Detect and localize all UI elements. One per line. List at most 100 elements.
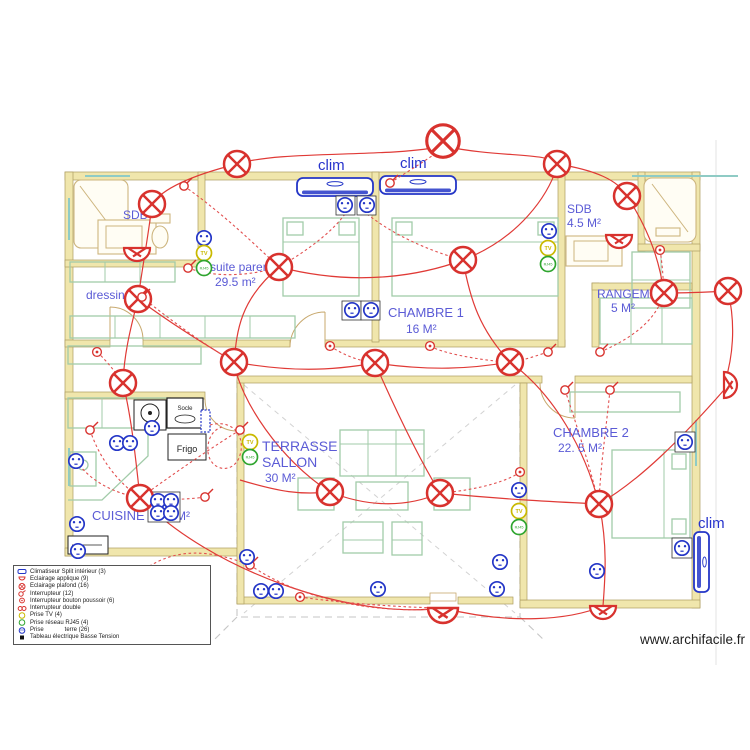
- room-label-chambre1: CHAMBRE 1: [388, 305, 464, 320]
- power-outlet-icon: [673, 539, 691, 557]
- rj45-outlet-icon: [195, 259, 213, 277]
- legend-item-label: Prise: [30, 627, 44, 634]
- legend-item: Prise TV (4): [17, 612, 207, 619]
- prise-legend-icon: [18, 626, 26, 634]
- room-area-suite: 29.5 m²: [215, 275, 256, 289]
- push-button-icon: [294, 591, 306, 603]
- legend-item-label: Eclairage plafond (16): [30, 583, 89, 590]
- clim-label-left: clim: [318, 157, 345, 174]
- ceiling-light-icon: [649, 278, 679, 308]
- ceiling-light-icon: [360, 348, 390, 378]
- windows: [68, 175, 738, 486]
- power-outlet-icon: [195, 229, 213, 247]
- power-outlet-icon: [510, 481, 528, 499]
- ceiling-light-icon: [137, 189, 167, 219]
- legend-item: Climatiseur Split intérieur (3): [17, 568, 207, 575]
- inter-legend-icon: [18, 590, 26, 597]
- socle-box: [166, 397, 204, 429]
- bathroom-fixtures: [73, 177, 697, 267]
- room-area-terrasse: 30 M²: [265, 471, 296, 485]
- room-label-chambre2: CHAMBRE 2: [553, 425, 629, 440]
- legend-item: Prise réseau RJ45 (4): [17, 619, 207, 627]
- clim-label-side: clim: [698, 515, 725, 532]
- clim-label-right: clim: [400, 155, 427, 172]
- ceiling-light-icon: [713, 276, 743, 306]
- ceiling-light-icon: [264, 252, 294, 282]
- power-outlet-icon: [67, 452, 85, 470]
- legend-item: Interrupteur double: [17, 604, 207, 611]
- power-outlet-icon: [121, 434, 139, 452]
- legend-item-label: Tableau électrique Basse Tension: [30, 634, 120, 641]
- tv-legend-icon: [18, 612, 26, 619]
- rj45-outlet-icon: [539, 255, 557, 273]
- power-outlet-icon: [162, 504, 180, 522]
- room-label-cuisine: CUISINE: [92, 508, 145, 523]
- tv-outlet-icon: [195, 244, 213, 262]
- tableau-electrique: [200, 409, 211, 433]
- legend-box: Climatiseur Split intérieur (3)Eclairage…: [13, 565, 211, 645]
- ceiling-light-icon: [315, 477, 345, 507]
- legend-item: Eclairage plafond (16): [17, 582, 207, 590]
- tv-outlet-icon: [241, 433, 259, 451]
- power-outlet-icon: [68, 515, 86, 533]
- clim-legend-icon: [17, 569, 27, 575]
- ceiling-light-icon: [495, 347, 525, 377]
- walls: [64, 171, 701, 609]
- push-button-icon: [324, 340, 336, 352]
- legend-item-label: Interrupteur (12): [30, 590, 74, 597]
- rj45-outlet-icon: [510, 518, 528, 536]
- power-outlet-icon: [238, 548, 256, 566]
- power-outlet-icon: [69, 542, 87, 560]
- legend-item-label: Prise réseau RJ45 (4): [30, 619, 89, 626]
- power-outlet-icon: [143, 419, 161, 437]
- electrical-symbols: [67, 123, 743, 625]
- ceiling-light-icon: [219, 347, 249, 377]
- clim-unit-icon: [693, 531, 710, 593]
- power-outlet-icon: [358, 196, 376, 214]
- push-button-icon: [424, 340, 436, 352]
- clim-unit-icon: [296, 177, 374, 197]
- power-outlet-icon: [252, 582, 270, 600]
- socle-label: Socle: [177, 406, 193, 412]
- ceiling-light-icon: [542, 149, 572, 179]
- double-legend-icon: [17, 605, 27, 611]
- ceiling-light-icon: [108, 368, 138, 398]
- poussoir-legend-icon: [19, 597, 25, 604]
- climatiseurs: [296, 175, 710, 593]
- ceiling-light-icon: [425, 478, 455, 508]
- ceiling-light-icon: [125, 483, 155, 513]
- legend-item-label: Climatiseur Split intérieur (3): [30, 568, 106, 575]
- room-area-chambre1: 16 M²: [406, 322, 437, 336]
- rj45-outlet-icon: [241, 448, 259, 466]
- room-area-sdb-right: 4.5 M²: [567, 216, 601, 230]
- room-area-chambre2: 22. 5 M²: [558, 441, 602, 455]
- room-label-dressing: dressing: [86, 288, 131, 302]
- room-area-rangement: 5 M²: [611, 301, 635, 315]
- appliances: Socle Frigo: [67, 397, 211, 555]
- power-outlet-icon: [369, 580, 387, 598]
- legend-item-label: Interrupteur bouton poussoir (6): [30, 597, 115, 604]
- power-outlet-icon: [676, 433, 694, 451]
- rj45-legend-icon: [18, 619, 26, 627]
- wall-light-icon: [722, 370, 739, 400]
- tableau-legend-icon: [20, 635, 24, 640]
- legend-item-label: Prise TV (4): [30, 612, 62, 619]
- power-outlet-icon: [588, 562, 606, 580]
- legend-item-label: Eclairage applique (9): [30, 575, 89, 582]
- ceiling-light-icon: [425, 123, 461, 159]
- ceiling-light-icon: [448, 245, 478, 275]
- ceiling-light-icon: [612, 181, 642, 211]
- power-outlet-icon: [336, 196, 354, 214]
- wall-light-icon: [588, 604, 618, 621]
- legend-item: Tableau électrique Basse Tension: [17, 634, 207, 641]
- legend-item: Interrupteur (12): [17, 590, 207, 597]
- legend-item-label: Interrupteur double: [30, 605, 81, 612]
- plafond-legend-icon: [18, 582, 26, 590]
- room-label-terrasse: TERRASSE: [262, 438, 337, 454]
- room-label-sdb-right: SDB: [567, 202, 592, 216]
- power-outlet-icon: [362, 301, 380, 319]
- tv-outlet-icon: [539, 239, 557, 257]
- frigo-label: Frigo: [177, 444, 198, 454]
